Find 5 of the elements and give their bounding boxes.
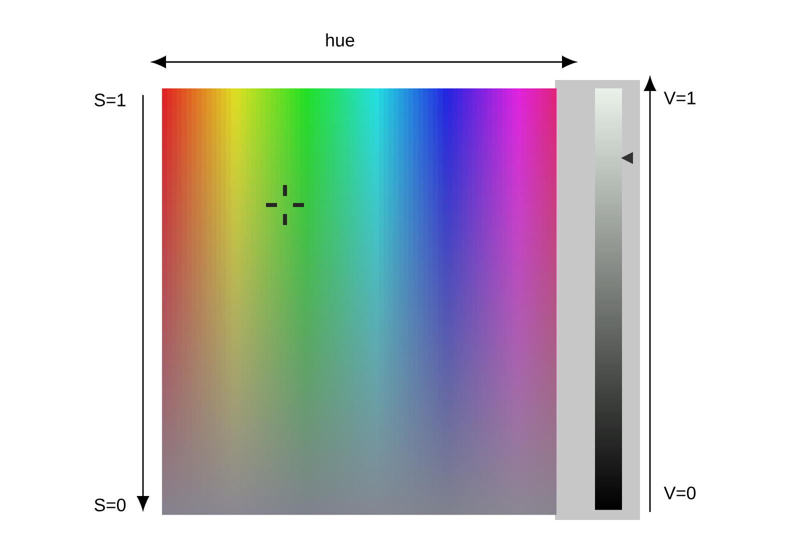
axis-label: V=0 xyxy=(664,486,696,500)
axis-label: S=1 xyxy=(94,94,126,106)
axis-label: V=1 xyxy=(664,92,696,104)
axis-label: S=0 xyxy=(94,498,126,512)
axis-label: hue xyxy=(326,33,354,47)
